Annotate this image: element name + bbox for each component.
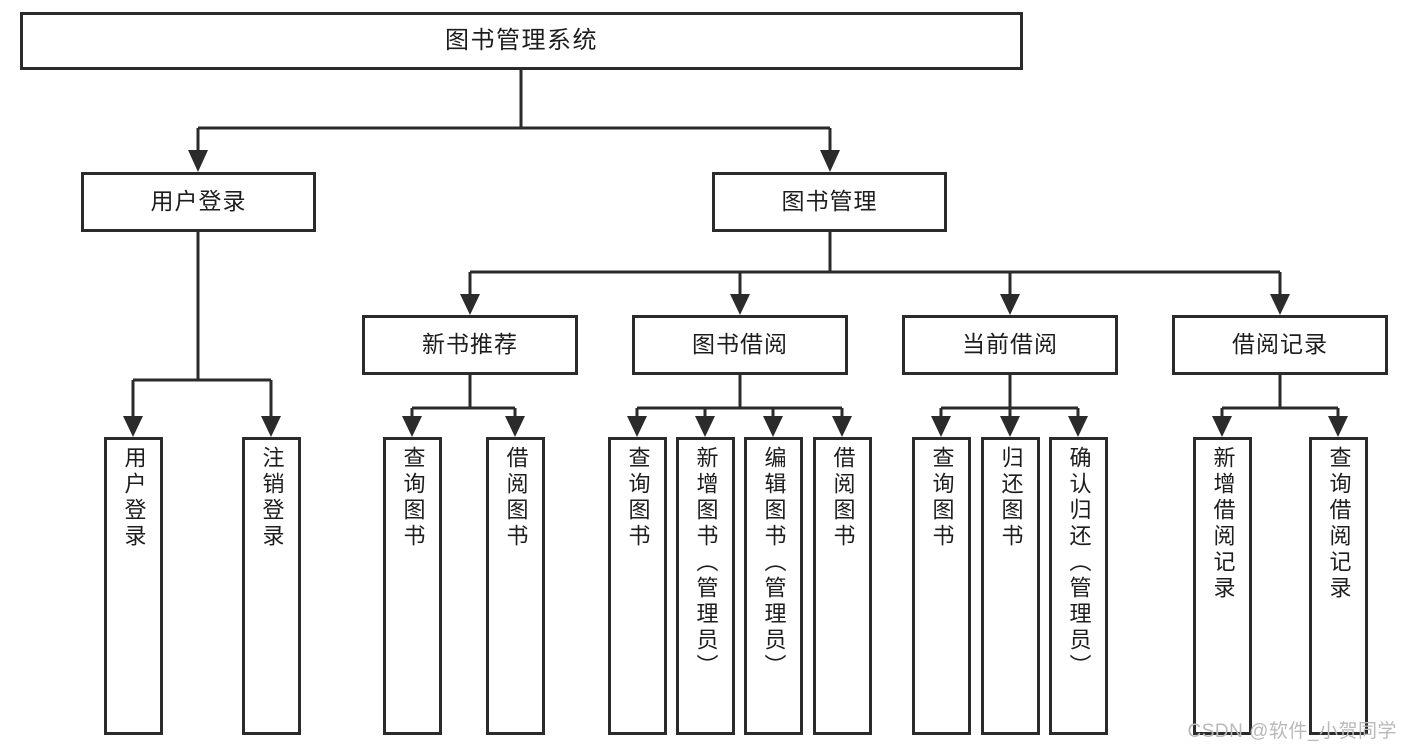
node-label: 借阅记录 (1232, 331, 1328, 358)
leaf-query-book-borrow[interactable]: 查询图书 (608, 437, 667, 735)
node-label: 查询图书 (625, 446, 651, 550)
node-label: 新增借阅记录 (1210, 446, 1236, 602)
leaf-borrow-book[interactable]: 借阅图书 (813, 437, 872, 735)
node-label: 用户登录 (121, 446, 147, 550)
leaf-borrow-book-recommend[interactable]: 借阅图书 (486, 437, 545, 735)
node-current-borrow[interactable]: 当前借阅 (902, 315, 1118, 375)
node-label: 用户登录 (150, 188, 247, 215)
node-label: 查询图书 (929, 446, 955, 550)
node-label: 图书借阅 (692, 331, 788, 358)
node-new-book-recommend[interactable]: 新书推荐 (362, 315, 578, 375)
node-label: 新增图书（管理员） (693, 446, 719, 680)
leaf-add-book[interactable]: 新增图书（管理员） (676, 437, 735, 735)
node-root-system[interactable]: 图书管理系统 (20, 12, 1023, 70)
node-label: 新书推荐 (422, 331, 518, 358)
node-label: 图书管理系统 (445, 26, 598, 54)
leaf-return-book[interactable]: 归还图书 (981, 437, 1040, 735)
node-label: 借阅图书 (503, 446, 529, 550)
node-book-manage[interactable]: 图书管理 (712, 172, 947, 232)
node-label: 查询图书 (400, 446, 426, 550)
node-label: 当前借阅 (962, 331, 1058, 358)
leaf-add-borrow-record[interactable]: 新增借阅记录 (1193, 437, 1252, 735)
node-label: 查询借阅记录 (1326, 446, 1352, 602)
csdn-watermark: CSDN @软件_小贺同学 (1187, 721, 1397, 742)
leaf-user-login[interactable]: 用户登录 (104, 437, 163, 735)
leaf-confirm-return[interactable]: 确认归还（管理员） (1049, 437, 1108, 735)
node-user-login[interactable]: 用户登录 (81, 172, 316, 232)
leaf-query-borrow-record[interactable]: 查询借阅记录 (1309, 437, 1368, 735)
leaf-query-book-recommend[interactable]: 查询图书 (383, 437, 442, 735)
node-label: 注销登录 (259, 446, 285, 550)
node-label: 图书管理 (781, 188, 878, 215)
leaf-edit-book[interactable]: 编辑图书（管理员） (744, 437, 803, 735)
node-label: 归还图书 (998, 446, 1024, 550)
node-borrow-record[interactable]: 借阅记录 (1172, 315, 1388, 375)
node-label: 编辑图书（管理员） (761, 446, 787, 680)
leaf-query-book-current[interactable]: 查询图书 (912, 437, 971, 735)
leaf-logout-login[interactable]: 注销登录 (242, 437, 301, 735)
node-label: 借阅图书 (830, 446, 856, 550)
node-label: 确认归还（管理员） (1066, 446, 1092, 680)
node-book-borrow[interactable]: 图书借阅 (632, 315, 848, 375)
